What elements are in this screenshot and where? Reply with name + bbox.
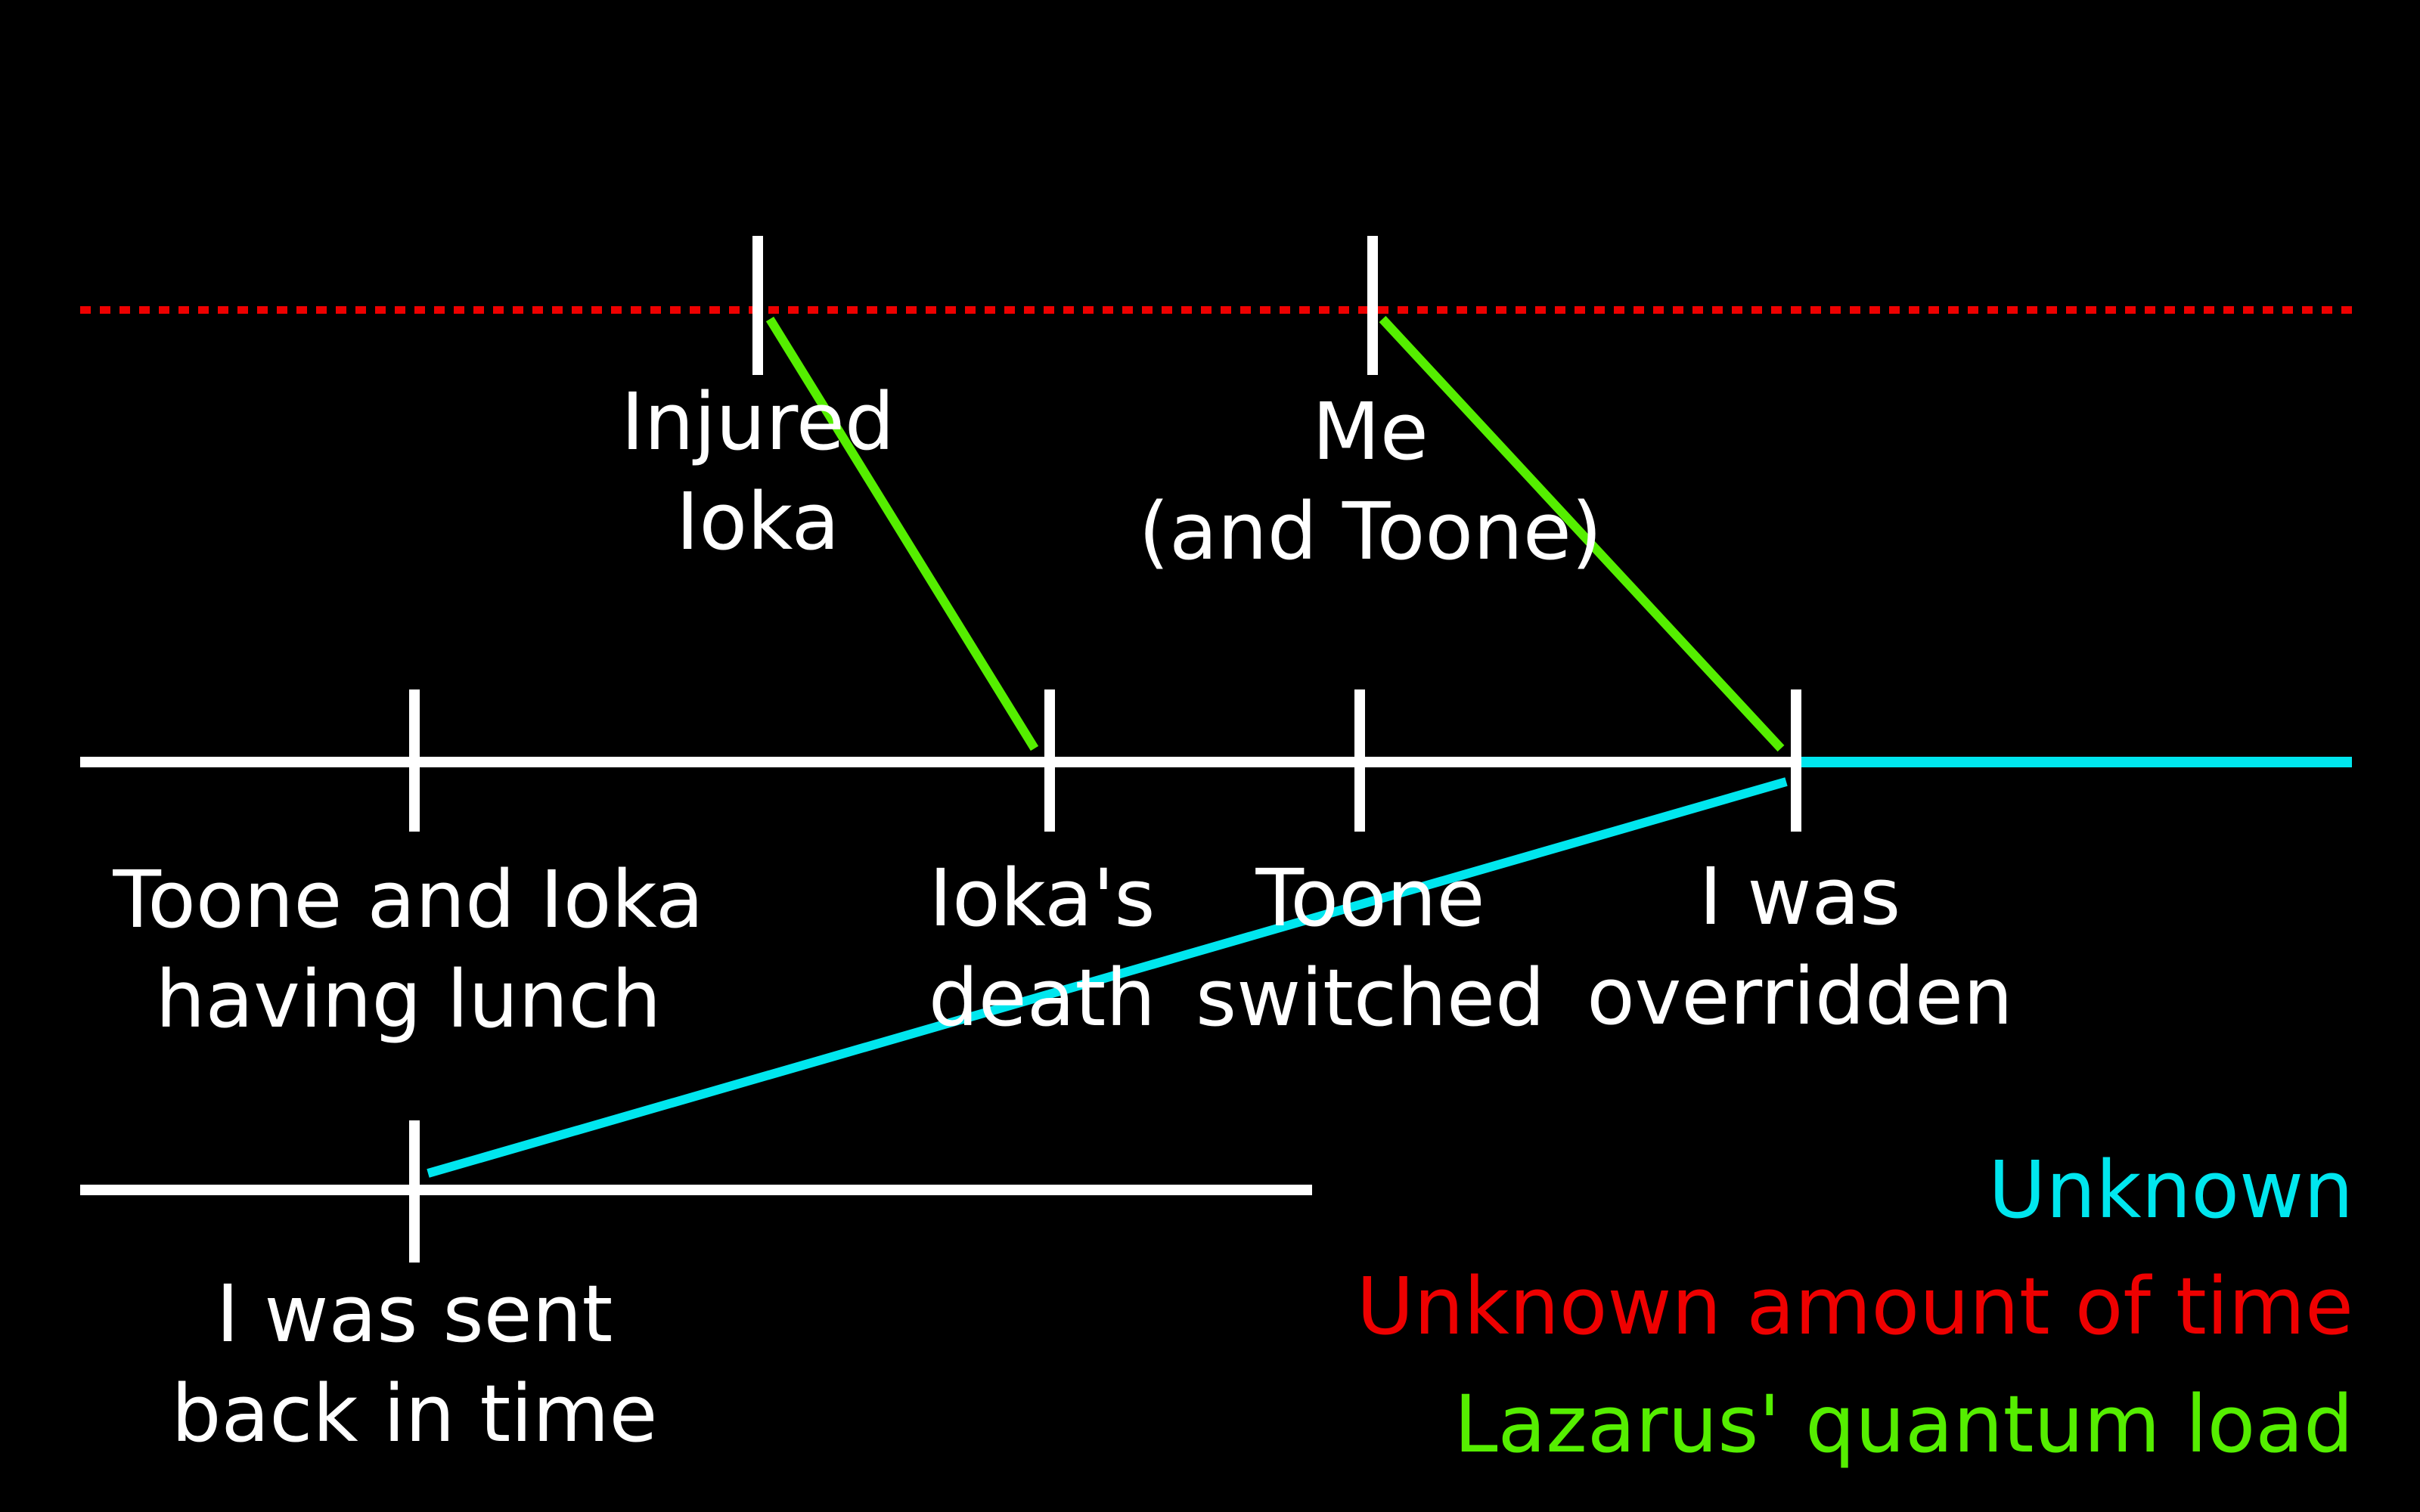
label-overridden: I was overridden <box>1587 850 2013 1043</box>
label-toone-ioka-lunch: Toone and Ioka having lunch <box>113 854 704 1046</box>
label-me-and-toone: Me (and Toone) <box>1138 386 1602 578</box>
legend-unknown: Unknown <box>1988 1144 2353 1236</box>
label-toone-switched: Toone switched <box>1195 852 1546 1044</box>
label-sent-back: I was sent back in time <box>171 1268 658 1460</box>
label-injured-ioka: Injured Ioka <box>621 376 895 568</box>
quantum-load-link-me <box>1379 315 1785 752</box>
legend-unknown-time: Unknown amount of time <box>1356 1260 2353 1352</box>
label-ioka-death: Ioka's death <box>928 852 1156 1044</box>
quantum-load-link-ioka <box>765 316 1039 751</box>
unknown-link-sent-back <box>427 777 1788 1178</box>
legend-quantum-load: Lazarus' quantum load <box>1454 1378 2353 1470</box>
